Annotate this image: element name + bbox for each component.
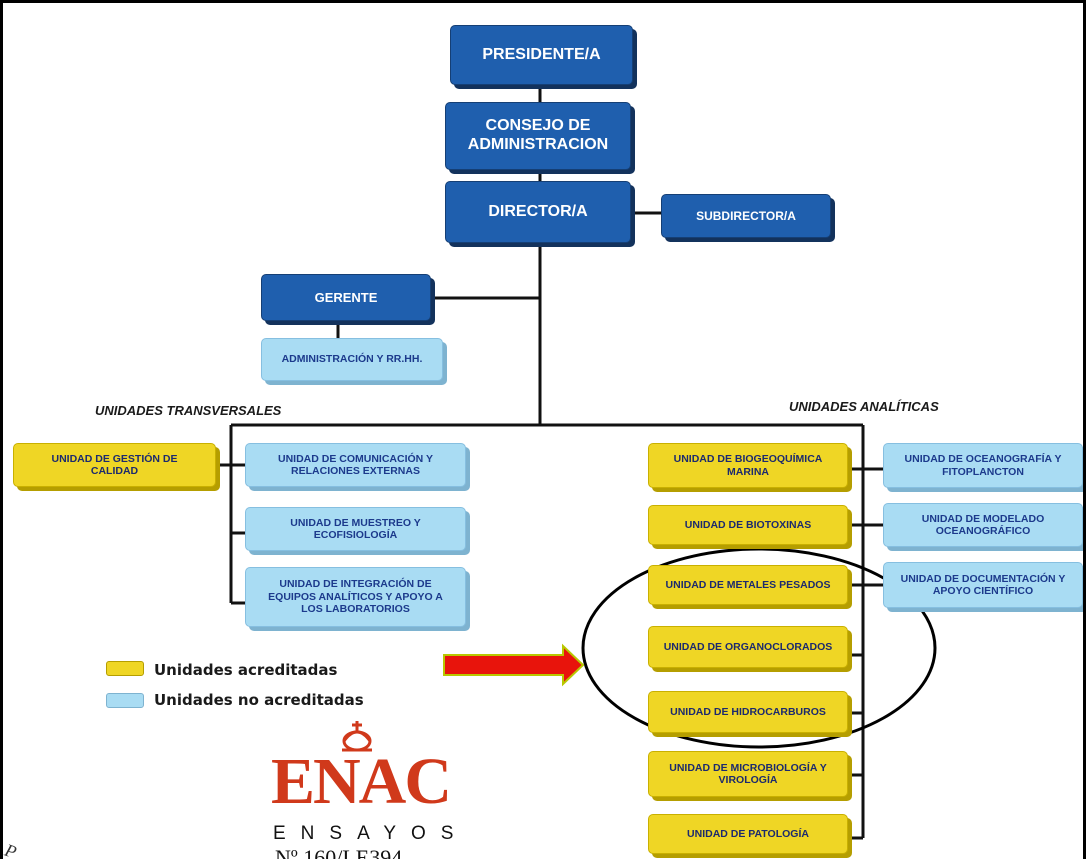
unit-comunicacion: UNIDAD DE COMUNICACIÓN Y RELACIONES EXTE… (245, 443, 466, 487)
legend-swatch-acreditadas (106, 661, 144, 676)
enac-subtitle: ENSAYOS (273, 823, 465, 844)
section-analiticas: UNIDADES ANALÍTICAS (789, 399, 939, 414)
gerente-box: GERENTE (261, 274, 431, 321)
unit-biogeoquimica: UNIDAD DE BIOGEOQUÍMICA MARINA (648, 443, 848, 488)
unit-muestreo: UNIDAD DE MUESTREO Y ECOFISIOLOGÍA (245, 507, 466, 551)
highlight-ellipse (581, 547, 937, 749)
legend-no-acreditadas: Unidades no acreditadas (154, 691, 364, 709)
unit-metales-pesados: UNIDAD DE METALES PESADOS (648, 565, 848, 605)
subdirector-box: SUBDIRECTOR/A (661, 194, 831, 238)
unit-microbiologia: UNIDAD DE MICROBIOLOGÍA Y VIROLOGÍA (648, 751, 848, 797)
unit-biotoxinas: UNIDAD DE BIOTOXINAS (648, 505, 848, 545)
connector-lines (216, 85, 937, 840)
administracion-box: ADMINISTRACIÓN Y RR.HH. (261, 338, 443, 381)
unit-oceanografia: UNIDAD DE OCEANOGRAFÍA Y FITOPLANCTON (883, 443, 1083, 488)
enac-number: Nº 160/LE394 (275, 845, 403, 859)
section-transversales: UNIDADES TRANSVERSALES (95, 403, 282, 418)
unit-organoclorados: UNIDAD DE ORGANOCLORADOS (648, 626, 848, 668)
unit-patologia: UNIDAD DE PATOLOGÍA (648, 814, 848, 854)
enac-wordmark: ENAC (271, 745, 452, 818)
legend-acreditadas: Unidades acreditadas (154, 661, 338, 679)
unit-hidrocarburos: UNIDAD DE HIDROCARBUROS (648, 691, 848, 733)
crown-icon (342, 721, 372, 752)
unit-modelado: UNIDAD DE MODELADO OCEANOGRÁFICO (883, 503, 1083, 547)
enac-logo: ENAC ENSAYOS Nº 160/LE394 (265, 713, 465, 859)
consejo-box: CONSEJO DE ADMINISTRACION (445, 102, 631, 170)
legend-swatch-no-acreditadas (106, 693, 144, 708)
unit-documentacion: UNIDAD DE DOCUMENTACIÓN Y APOYO CIENTÍFI… (883, 562, 1083, 608)
unit-integracion: UNIDAD DE INTEGRACIÓN DE EQUIPOS ANALÍTI… (245, 567, 466, 627)
unit-gestion-calidad: UNIDAD DE GESTIÓN DE CALIDAD (13, 443, 216, 487)
presidente-box: PRESIDENTE/A (450, 25, 633, 85)
director-box: DIRECTOR/A (445, 181, 631, 243)
right-arrow-icon (443, 643, 585, 687)
